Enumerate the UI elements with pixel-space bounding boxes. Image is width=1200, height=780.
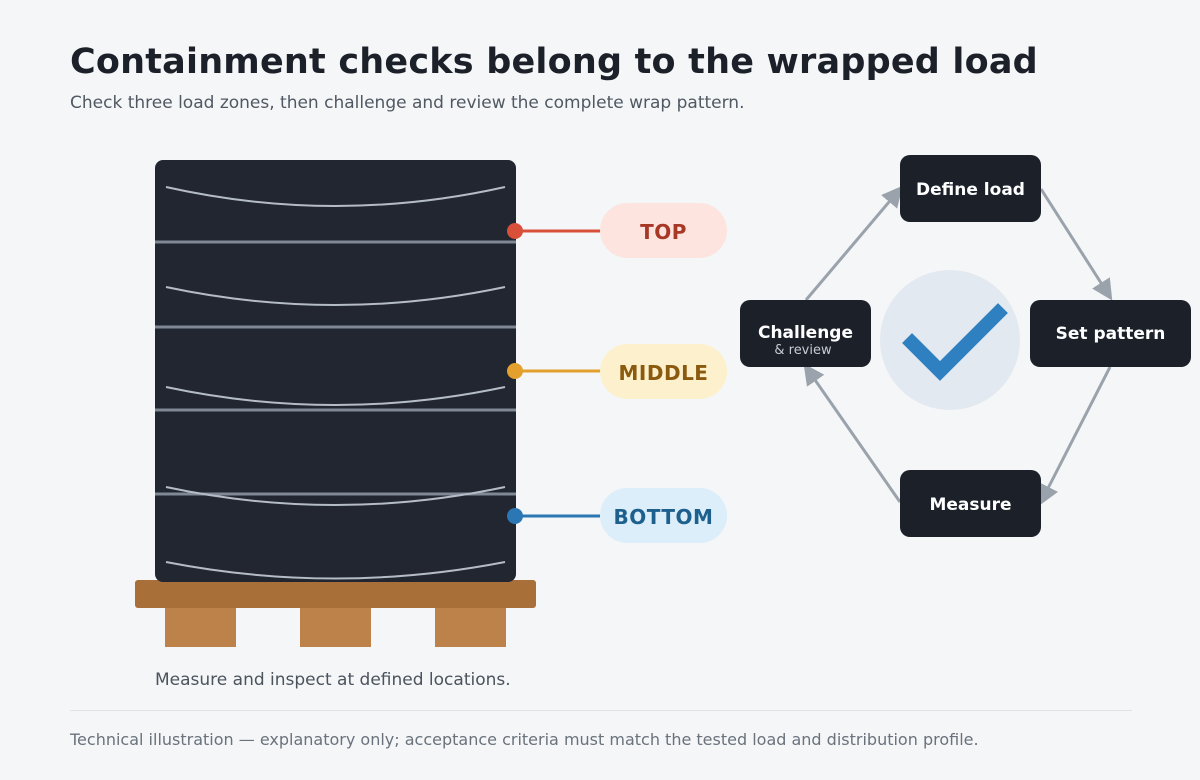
load-caption: Measure and inspect at defined locations… [155, 670, 511, 690]
wrap-curve [165, 186, 506, 207]
step-label: Measure [929, 495, 1011, 515]
zone-callout-bottom: BOTTOM [507, 488, 727, 543]
checkmark-icon [902, 303, 1008, 381]
pallet-deck [135, 580, 536, 608]
step-box [900, 470, 1041, 537]
step-box [740, 300, 871, 367]
wrap-curve [165, 286, 506, 306]
cycle-arrow [1039, 188, 1113, 301]
wrap-curve [165, 561, 506, 580]
step-label: Define load [916, 180, 1025, 200]
zone-pill [600, 488, 727, 543]
step-define-load: Define load [900, 155, 1041, 222]
cycle-arrow [1039, 366, 1112, 506]
review-cycle: Define load Set pattern Measure Challeng… [740, 155, 1191, 537]
containment-diagram: TOP MIDDLE BOTTOM Define load Set patter… [135, 155, 1191, 647]
cycle-arrow [804, 185, 903, 301]
zone-callout-top: TOP [507, 203, 727, 258]
zone-marker-dot [507, 508, 523, 524]
pallet [135, 580, 536, 647]
zone-callout-middle: MIDDLE [507, 344, 727, 399]
step-measure: Measure [900, 470, 1041, 537]
page-subtitle: Check three load zones, then challenge a… [70, 93, 745, 113]
zone-pill [600, 203, 727, 258]
footer-divider [70, 710, 1132, 711]
footer-disclaimer: Technical illustration — explanatory onl… [70, 730, 979, 749]
step-sublabel: & review [774, 343, 832, 358]
cycle-arrow [803, 363, 902, 503]
page-title: Containment checks belong to the wrapped… [70, 42, 1038, 82]
wrap-curve [165, 486, 506, 506]
step-box [900, 155, 1041, 222]
wrapped-load [155, 160, 516, 582]
check-badge [880, 270, 1020, 410]
step-label: Set pattern [1056, 324, 1166, 344]
zone-pill [600, 344, 727, 399]
load-body [155, 160, 516, 582]
zone-marker-dot [507, 363, 523, 379]
zone-label-top: TOP [640, 220, 687, 244]
zone-label-middle: MIDDLE [619, 361, 709, 385]
wrap-curve [165, 386, 506, 406]
zone-marker-dot [507, 223, 523, 239]
step-box [1030, 300, 1191, 367]
step-label: Challenge [758, 323, 853, 343]
step-set-pattern: Set pattern [1030, 300, 1191, 367]
step-challenge-review: Challenge & review [740, 300, 871, 367]
zone-label-bottom: BOTTOM [614, 505, 714, 529]
